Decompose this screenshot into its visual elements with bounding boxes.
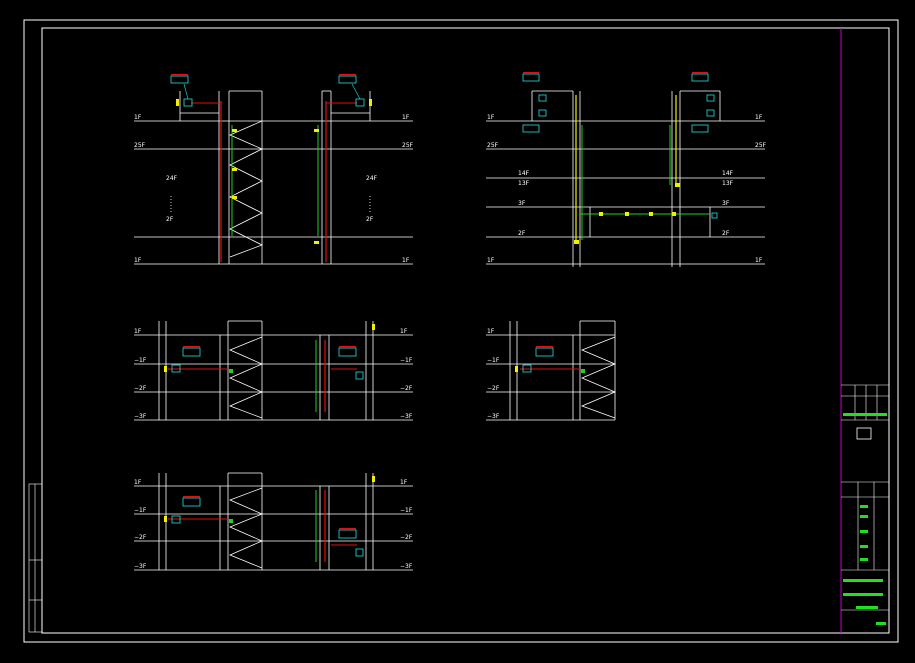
- revision-strip: [28, 483, 43, 633]
- detector-icon: [171, 515, 181, 524]
- detector-icon: [183, 98, 193, 107]
- floor-label: 2F: [366, 216, 374, 223]
- alarm-icon: [535, 347, 554, 357]
- outer-frame: [23, 19, 899, 643]
- detector-icon: [355, 371, 364, 380]
- floor-label: 25F: [402, 142, 414, 149]
- floor-label: 1F: [134, 257, 142, 264]
- floor-label: 25F: [134, 142, 146, 149]
- floor-label: −3F: [487, 413, 500, 420]
- floor-label: 14F: [722, 170, 734, 177]
- title-block: [841, 384, 889, 611]
- floor-label: 3F: [518, 200, 526, 207]
- floor-label: 1F: [134, 479, 142, 486]
- detector-icon: [706, 109, 715, 117]
- section-4: 1F −1F −2F −3F: [486, 320, 617, 421]
- floor-label-mid: 24F: [366, 175, 378, 182]
- floor-label: 1F: [487, 114, 495, 121]
- alarm-icon: [338, 75, 357, 84]
- alarm-icon: [338, 529, 357, 539]
- floor-label: 1F: [402, 114, 410, 121]
- floor-label: −1F: [487, 357, 500, 364]
- detector-icon: [171, 364, 181, 373]
- alarm-icon: [522, 124, 540, 133]
- floor-label: 3F: [722, 200, 730, 207]
- floor-label: 1F: [134, 328, 142, 335]
- floor-label: 1F: [400, 328, 408, 335]
- floor-label: −2F: [400, 534, 413, 541]
- detector-icon: [706, 94, 715, 102]
- detector-icon: [355, 548, 364, 557]
- floor-label: 1F: [487, 257, 495, 264]
- floor-label: −1F: [400, 357, 413, 364]
- section-1: 1F 25F 2F 1F 1F 25F 2F 1F 24F 24F: [134, 74, 414, 265]
- section-2: 1F 25F 14F 13F 3F 2F 1F 1F 25F 14F 13F 3…: [486, 72, 767, 267]
- floor-label: 2F: [722, 230, 730, 237]
- floor-label-mid: 24F: [166, 175, 178, 182]
- floor-label: 2F: [518, 230, 526, 237]
- floor-label: 13F: [722, 180, 734, 187]
- inner-frame: [41, 27, 890, 634]
- floor-label: −3F: [400, 563, 413, 570]
- detector-icon: [538, 109, 547, 117]
- alarm-icon: [522, 73, 540, 82]
- section-5: 1F −1F −2F −3F 1F −1F −2F −3F: [134, 472, 413, 571]
- floor-label: 25F: [487, 142, 499, 149]
- floor-label: 2F: [166, 216, 174, 223]
- floor-label: 1F: [755, 257, 763, 264]
- title-green-marks: [843, 413, 887, 625]
- floor-label: 14F: [518, 170, 530, 177]
- floor-label: 1F: [402, 257, 410, 264]
- floor-label: −3F: [400, 413, 413, 420]
- floor-label: −1F: [400, 507, 413, 514]
- detector-icon: [522, 364, 532, 373]
- detector-icon: [538, 94, 547, 102]
- detector-icon: [355, 98, 365, 107]
- alarm-icon: [182, 497, 201, 507]
- floor-label: −2F: [487, 385, 500, 392]
- floor-label: −2F: [134, 385, 147, 392]
- alarm-icon: [691, 124, 709, 133]
- alarm-icon: [338, 347, 357, 357]
- floor-label: −2F: [400, 385, 413, 392]
- alarm-icon: [182, 347, 201, 357]
- alarm-icon: [170, 75, 189, 84]
- floor-label: −2F: [134, 534, 147, 541]
- logo-block: [856, 427, 872, 440]
- floor-label: 1F: [487, 328, 495, 335]
- floor-label: 1F: [400, 479, 408, 486]
- floor-label: 25F: [755, 142, 767, 149]
- floor-label: −3F: [134, 413, 147, 420]
- section-3: 1F −1F −2F −3F 1F −1F −2F −3F: [134, 320, 413, 421]
- floor-label: −1F: [134, 507, 147, 514]
- floor-label: 1F: [755, 114, 763, 121]
- floor-label: −1F: [134, 357, 147, 364]
- alarm-icon: [691, 73, 709, 82]
- floor-label: −3F: [134, 563, 147, 570]
- floor-label: 1F: [134, 114, 142, 121]
- floor-label: 13F: [518, 180, 530, 187]
